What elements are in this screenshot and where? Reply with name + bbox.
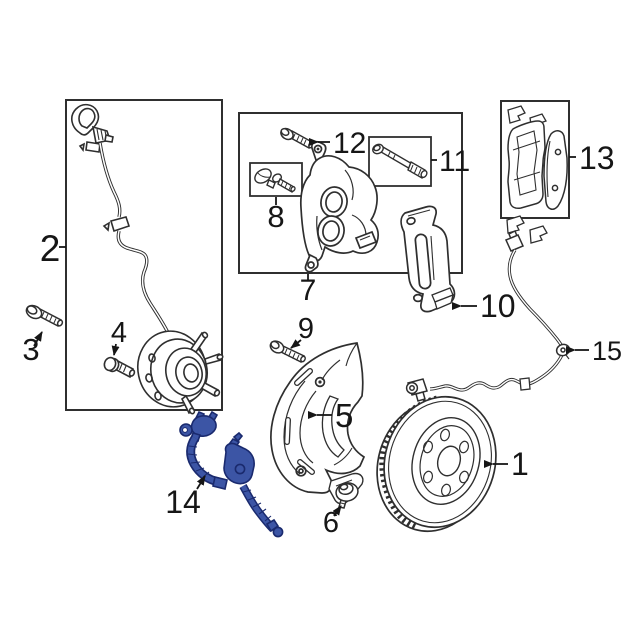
- arrow-part-4: [111, 343, 120, 356]
- bolt-6-drawing: [335, 482, 359, 509]
- caliper-group-box: [238, 112, 463, 274]
- callout-3: 3: [22, 332, 39, 367]
- callout-9: 9: [298, 313, 314, 345]
- callout-leaders: [33, 138, 589, 517]
- brake-pads-drawing: [507, 120, 568, 210]
- callout-13: 13: [579, 140, 615, 176]
- callout-10: 10: [480, 288, 516, 324]
- abs-harness-drawing: [71, 103, 173, 340]
- brake-hose-drawing: [179, 410, 284, 538]
- caliper-bolt-drawing: [280, 127, 314, 150]
- bolt-9-drawing: [269, 340, 306, 364]
- hub-bearing-drawing: [137, 330, 224, 415]
- abs-sensor-drawing: [405, 229, 571, 402]
- arrow-part-6: [332, 505, 342, 517]
- callout-11: 11: [439, 145, 470, 178]
- bolt-3-drawing: [25, 304, 64, 328]
- wheel-stud-drawing: [103, 356, 136, 379]
- callout-5: 5: [335, 397, 353, 434]
- group-box-2: [65, 99, 223, 411]
- callout-labels: 1 2 3 4 5 6 7 8 9 10 11 12 13 14 15: [22, 127, 622, 539]
- brake-rotor-drawing: [376, 395, 497, 533]
- callout-1: 1: [511, 446, 529, 482]
- caliper-body-drawing: [299, 140, 380, 273]
- group-box-7: [238, 112, 463, 274]
- callout-2: 2: [40, 228, 61, 269]
- callout-7: 7: [300, 274, 317, 307]
- group-box-13: [500, 100, 570, 219]
- callout-6: 6: [323, 507, 339, 539]
- callout-12: 12: [333, 127, 366, 160]
- arrow-part-3: [33, 331, 43, 347]
- guide-pin-kit-drawing: [372, 143, 428, 180]
- callout-15: 15: [592, 336, 622, 366]
- arrow-part-14: [196, 475, 206, 490]
- brake-pad-group-box: [500, 100, 570, 244]
- callout-4: 4: [111, 317, 127, 349]
- hub-sensor-group-box: [65, 99, 224, 415]
- pad-clips-drawing: [506, 105, 548, 244]
- callout-14: 14: [165, 484, 201, 520]
- hardware-kit-drawing: [254, 168, 296, 194]
- arrow-part-9: [290, 339, 302, 349]
- group-box-11: [368, 136, 432, 187]
- anchor-bracket-drawing: [400, 205, 456, 313]
- group-box-8: [249, 162, 303, 197]
- callout-8: 8: [267, 199, 284, 234]
